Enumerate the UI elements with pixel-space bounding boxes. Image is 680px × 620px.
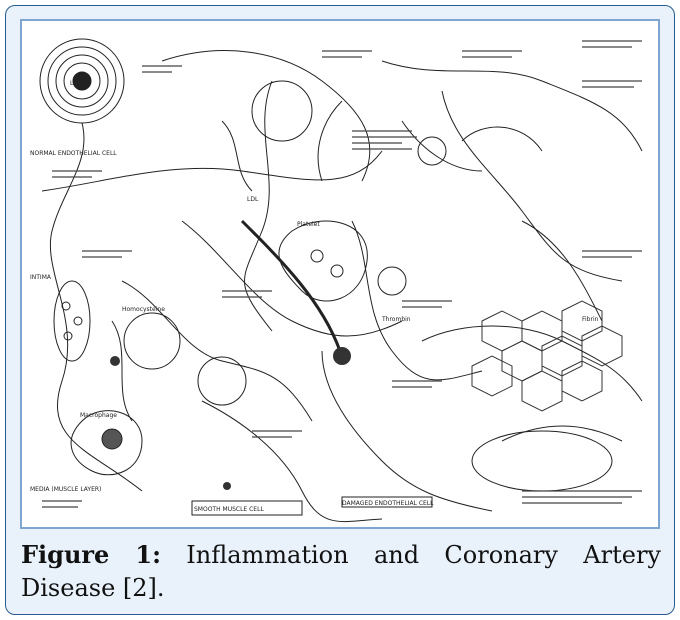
label-homocysteine: Homocysteine: [122, 306, 165, 313]
intima-cells: [54, 281, 90, 361]
figure-image: Lumen NORMAL ENDOTHELIAL CELL INTIMA MED…: [20, 19, 660, 529]
label-intima: INTIMA: [30, 274, 52, 281]
figure-card: Lumen NORMAL ENDOTHELIAL CELL INTIMA MED…: [5, 5, 675, 615]
label-damaged: DAMAGED ENDOTHELIAL CELL: [342, 500, 434, 507]
label-smooth-muscle: SMOOTH MUSCLE CELL: [194, 506, 264, 513]
fibrin-mesh: [472, 301, 622, 411]
label-thrombin: Thrombin: [381, 316, 411, 323]
label-media: MEDIA (MUSCLE LAYER): [30, 486, 101, 493]
label-macrophage: Macrophage: [80, 412, 117, 419]
platelet-cells: [279, 221, 367, 301]
label-ldl: LDL: [247, 196, 259, 203]
figure-caption: Figure 1: Inflammation and Coronary Arte…: [21, 538, 661, 605]
label-platelet: Platelet: [297, 221, 320, 228]
label-lumen: Lumen: [70, 80, 91, 87]
label-endothelium: NORMAL ENDOTHELIAL CELL: [30, 150, 117, 157]
caption-label: Figure 1:: [21, 540, 161, 569]
atherosclerosis-pathway-diagram: Lumen NORMAL ENDOTHELIAL CELL INTIMA MED…: [22, 21, 658, 527]
label-fibrin: Fibrin: [582, 316, 599, 323]
